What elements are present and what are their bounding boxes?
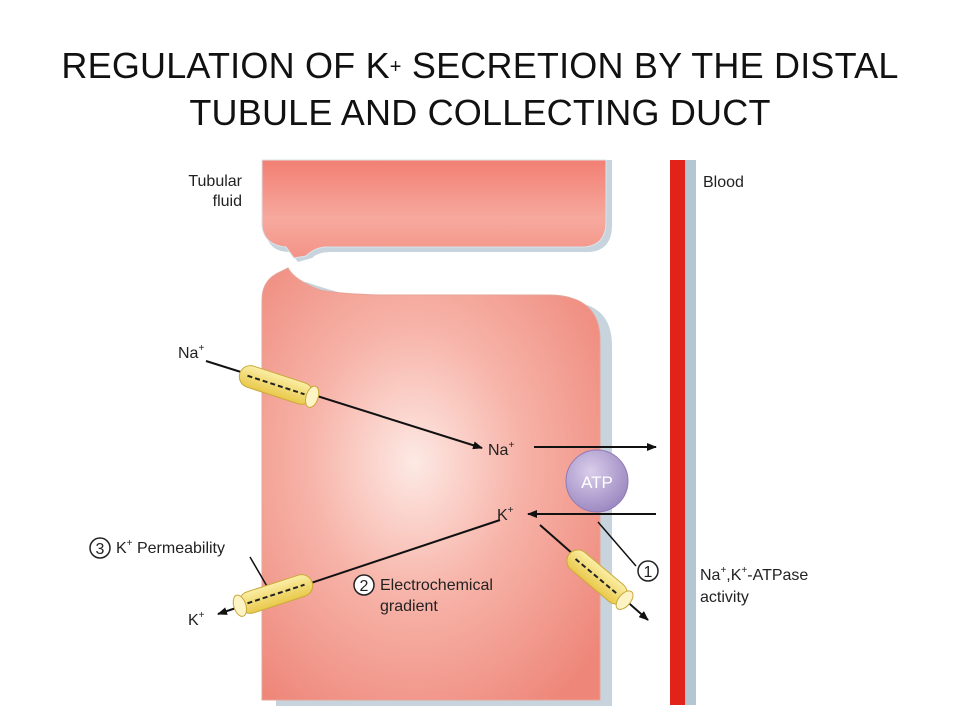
na-lumen-label: Na+ <box>178 343 204 362</box>
k-channel-luminal <box>232 574 314 617</box>
title-line-1: REGULATION OF K+ SECRETION BY THE DISTAL <box>61 45 899 86</box>
step2-number: 2 <box>360 578 369 595</box>
blood-label: Blood <box>703 174 744 191</box>
na-cell-label: Na+ <box>488 440 514 459</box>
tubular-label: Tubular <box>188 173 242 190</box>
step1-number: 1 <box>644 564 653 581</box>
step2-badge <box>353 574 375 596</box>
atp-pump: ATP <box>565 449 629 513</box>
gradient-label: gradient <box>380 598 438 615</box>
step3-badge <box>89 537 111 559</box>
k-permeability-label: K+ Permeability <box>116 538 225 557</box>
slide-title: REGULATION OF K+ SECRETION BY THE DISTAL… <box>0 42 960 136</box>
fluid-label: fluid <box>213 193 242 210</box>
step1-badge <box>637 560 659 582</box>
lower-cell <box>261 267 612 706</box>
electrochemical-label: Electrochemical <box>380 577 493 594</box>
atpase-label: Na+,K+-ATPase <box>700 565 808 584</box>
na-channel <box>238 365 320 408</box>
upper-cell <box>261 159 612 262</box>
step-badges: 3 2 1 <box>89 537 659 596</box>
activity-label: activity <box>700 589 749 606</box>
k-cell-label: K+ <box>497 505 514 524</box>
k-channel-basolateral <box>566 549 634 610</box>
diagram-labels: Tubular fluid Blood Na+ Na+ K+ K+ K+ Per… <box>116 173 808 629</box>
blood-vessel <box>670 160 696 705</box>
title-line-2: TUBULE AND COLLECTING DUCT <box>189 92 771 133</box>
step3-number: 3 <box>96 541 105 558</box>
atp-label: ATP <box>581 473 613 492</box>
step1-pointer <box>597 521 637 567</box>
step3-pointer <box>249 556 269 589</box>
k-lumen-label: K+ <box>188 610 205 629</box>
